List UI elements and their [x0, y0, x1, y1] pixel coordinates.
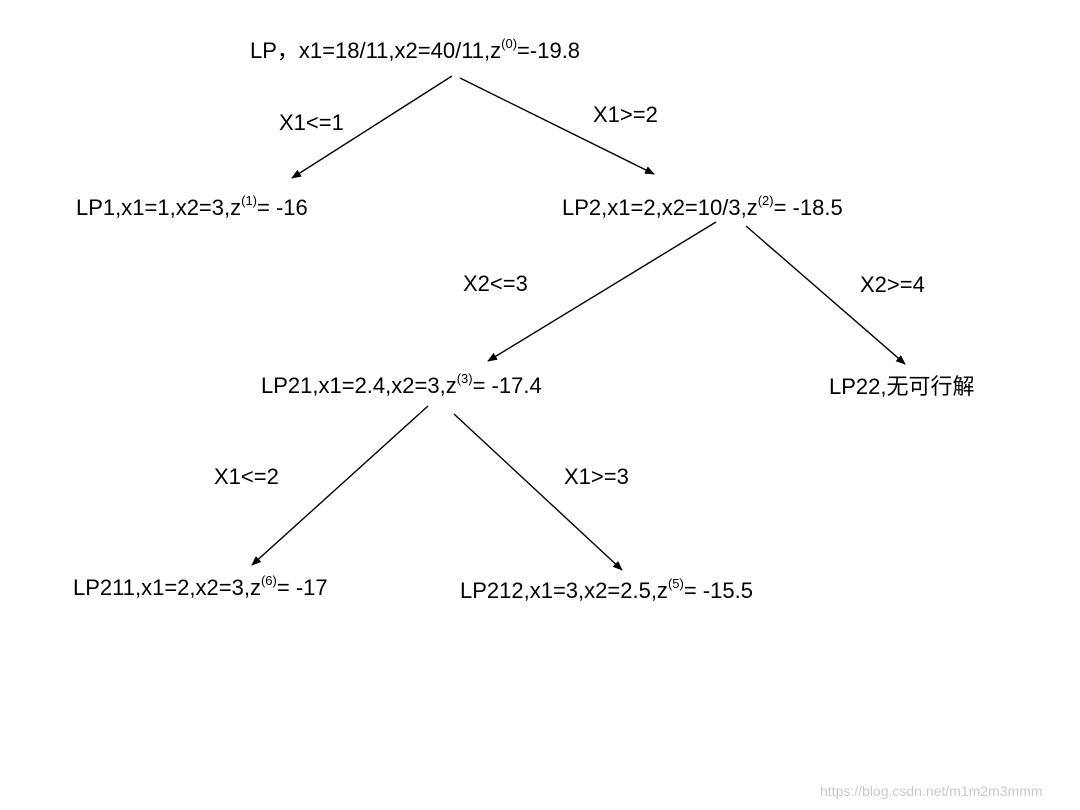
- node-lp2-text: LP2,x1=2,x2=10/3,z: [562, 195, 758, 220]
- node-root-sup: (0): [501, 35, 518, 51]
- node-lp212-sup: (5): [667, 575, 684, 591]
- node-lp211-sup: (6): [260, 572, 277, 588]
- node-lp211: LP211,x1=2,x2=3,z(6)= -17: [73, 572, 328, 601]
- node-lp22: LP22,无可行解: [829, 374, 975, 401]
- node-lp1-text: LP1,x1=1,x2=3,z: [76, 195, 242, 220]
- edge-root-lp2: [459, 77, 655, 175]
- node-lp212-value: = -15.5: [683, 578, 753, 603]
- node-lp212-text: LP212,x1=3,x2=2.5,z: [460, 578, 668, 603]
- branch-label-root-lp1: X1<=1: [279, 110, 344, 135]
- node-lp21-text: LP21,x1=2.4,x2=3,z: [261, 373, 457, 398]
- node-lp21: LP21,x1=2.4,x2=3,z(3)= -17.4: [261, 370, 542, 399]
- edge-root-lp1: [291, 75, 453, 179]
- node-lp1-value: = -16: [257, 195, 308, 220]
- node-lp1-sup: (1): [241, 192, 258, 208]
- node-root: LP，x1=18/11,x2=40/11,z(0)=-19.8: [250, 35, 581, 64]
- node-lp211-text: LP211,x1=2,x2=3,z: [73, 575, 261, 600]
- branch-label-lp21-lp212: X1>=3: [564, 464, 629, 489]
- node-lp22-text: LP22,: [829, 374, 887, 399]
- node-lp2: LP2,x1=2,x2=10/3,z(2)= -18.5: [562, 192, 843, 221]
- node-root-value: =-19.8: [517, 38, 581, 63]
- edge-lp21-lp211: [251, 405, 429, 566]
- node-lp2-sup: (2): [757, 192, 774, 208]
- edge-lp21-lp212: [453, 413, 623, 571]
- node-lp1: LP1,x1=1,x2=3,z(1)= -16: [76, 192, 308, 221]
- branch-label-lp21-lp211: X1<=2: [214, 464, 279, 489]
- edge-lp2-lp21: [487, 221, 717, 362]
- node-lp21-value: = -17.4: [472, 373, 542, 398]
- edge-lp2-lp22: [745, 225, 906, 365]
- node-lp22-infeasible: 无可行解: [886, 375, 975, 400]
- node-root-text: LP，x1=18/11,x2=40/11,z: [250, 38, 502, 63]
- branch-label-root-lp2: X1>=2: [593, 102, 658, 127]
- branch-label-lp2-lp22: X2>=4: [860, 272, 925, 297]
- node-lp211-value: = -17: [276, 575, 328, 600]
- branch-label-lp2-lp21: X2<=3: [463, 271, 528, 296]
- watermark-url: https://blog.csdn.net/m1m2m3mmm: [820, 783, 1043, 799]
- node-lp2-value: = -18.5: [773, 195, 843, 220]
- node-lp21-sup: (3): [456, 370, 473, 386]
- node-lp212: LP212,x1=3,x2=2.5,z(5)= -15.5: [460, 575, 753, 604]
